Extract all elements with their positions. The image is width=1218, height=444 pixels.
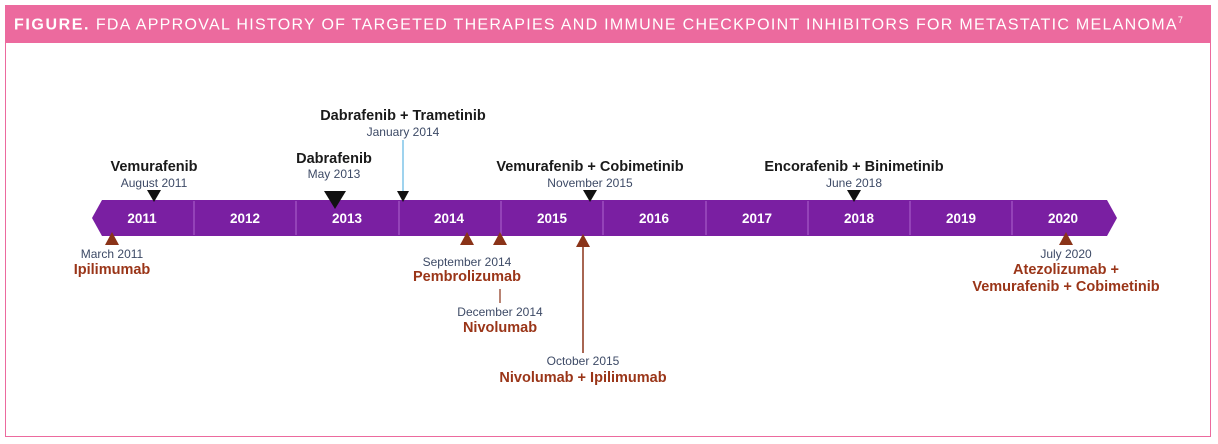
year-label: 2012	[230, 211, 260, 226]
approval-date: September 2014	[423, 255, 512, 269]
year-label: 2013	[332, 211, 363, 226]
year-label: 2020	[1048, 211, 1078, 226]
approval-date: March 2011	[81, 247, 144, 261]
drug-name: Atezolizumab +	[1013, 262, 1119, 278]
drug-name: Ipilimumab	[74, 262, 151, 278]
year-dividers	[193, 201, 1013, 235]
approval-date: November 2015	[547, 176, 633, 190]
year-label: 2019	[946, 211, 976, 226]
year-label: 2017	[742, 211, 772, 226]
approval-date: October 2015	[547, 354, 620, 368]
approval-date: June 2018	[826, 176, 882, 190]
timeline-bar	[92, 200, 1117, 236]
immune-checkpoint-ipilimumab: March 2011 Ipilimumab	[74, 232, 151, 278]
figure-label: FIGURE.	[14, 16, 91, 34]
immune-marker	[105, 232, 119, 245]
targeted-marker	[324, 191, 346, 209]
drug-name: Vemurafenib	[110, 159, 197, 175]
targeted-therapy-dabrafenib: Dabrafenib May 2013	[296, 151, 372, 209]
targeted-therapy-vemurafenib: Vemurafenib August 2011	[110, 159, 198, 202]
year-label: 2015	[537, 211, 568, 226]
immune-checkpoint-atezolizumab-combo: July 2020 Atezolizumab + Vemurafenib + C…	[972, 232, 1160, 295]
year-label: 2011	[127, 211, 157, 226]
targeted-therapy-encorafenib-binimetinib: Encorafenib + Binimetinib June 2018	[764, 159, 944, 202]
approval-date: December 2014	[457, 305, 543, 319]
immune-checkpoint-pembrolizumab: September 2014 Pembrolizumab	[413, 232, 521, 285]
targeted-therapy-dabrafenib-trametinib: Dabrafenib + Trametinib January 2014	[320, 108, 486, 202]
year-label: 2014	[434, 211, 465, 226]
immune-marker	[493, 232, 507, 245]
approval-date: January 2014	[367, 125, 440, 139]
drug-name: Pembrolizumab	[413, 269, 521, 285]
targeted-marker	[397, 191, 409, 202]
approval-date: May 2013	[308, 167, 361, 181]
year-label: 2016	[639, 211, 670, 226]
targeted-marker	[847, 190, 861, 202]
immune-checkpoint-nivolumab: December 2014 Nivolumab	[457, 232, 543, 336]
drug-name: Dabrafenib	[296, 151, 372, 167]
immune-marker	[576, 234, 590, 247]
approval-date: August 2011	[121, 176, 188, 190]
targeted-marker	[147, 190, 161, 202]
figure-title: FDA APPROVAL HISTORY OF TARGETED THERAPI…	[95, 16, 1178, 34]
targeted-marker	[583, 190, 597, 202]
figure-header: FIGURE. FDA APPROVAL HISTORY OF TARGETED…	[6, 6, 1210, 43]
immune-marker	[1059, 232, 1073, 245]
drug-name: Nivolumab + Ipilimumab	[499, 370, 666, 386]
approval-date: July 2020	[1040, 247, 1092, 261]
drug-name: Dabrafenib + Trametinib	[320, 108, 486, 124]
drug-name-line2: Vemurafenib + Cobimetinib	[972, 279, 1159, 295]
figure-reference: 7	[1177, 15, 1183, 25]
year-label: 2018	[844, 211, 875, 226]
immune-marker	[460, 232, 474, 245]
immune-checkpoint-nivolumab-ipilimumab: October 2015 Nivolumab + Ipilimumab	[499, 234, 667, 386]
drug-name: Vemurafenib + Cobimetinib	[496, 159, 683, 175]
drug-name: Nivolumab	[463, 320, 537, 336]
drug-name: Encorafenib + Binimetinib	[764, 159, 943, 175]
targeted-therapy-vemurafenib-cobimetinib: Vemurafenib + Cobimetinib November 2015	[496, 159, 684, 202]
